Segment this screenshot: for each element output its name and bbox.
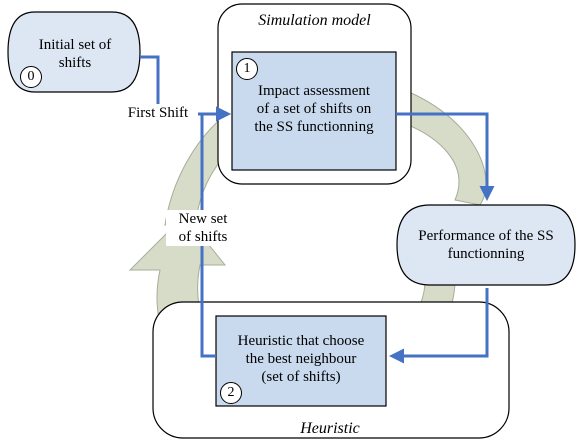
performance-to-heuristic-arrow (389, 288, 489, 364)
step-0-badge: 0 (20, 66, 42, 88)
new-set-label: New set of shifts (166, 210, 240, 246)
step-1-badge: 1 (236, 58, 258, 80)
performance-label: Performance of the SS functionning (418, 228, 554, 262)
impact-to-performance-arrow (396, 112, 495, 201)
neighbour-box (215, 315, 387, 407)
initial-node-label: Initial set of shifts (38, 37, 112, 71)
neighbour-label: Heuristic that choose the best neighbour… (237, 333, 365, 385)
step-2-badge: 2 (220, 382, 242, 404)
simulation-caption: Simulation model (258, 12, 371, 29)
impact-box (231, 51, 397, 171)
heuristic-caption: Heuristic (300, 420, 360, 437)
performance-node-shape (396, 204, 576, 286)
impact-label: Impact assessment of a set of shifts on … (254, 83, 374, 135)
first-shift-label: First Shift (118, 104, 198, 122)
